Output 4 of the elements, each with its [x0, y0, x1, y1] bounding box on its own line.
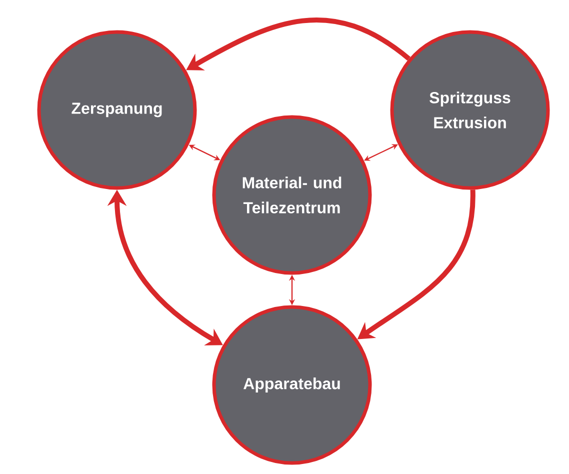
circle-node: Zerspanung	[37, 30, 197, 190]
circle-node: Material- und Teilezentrum	[212, 115, 372, 275]
circle-node: Apparatebau	[212, 305, 372, 465]
circle-node: Spritzguss Extrusion	[390, 30, 550, 190]
